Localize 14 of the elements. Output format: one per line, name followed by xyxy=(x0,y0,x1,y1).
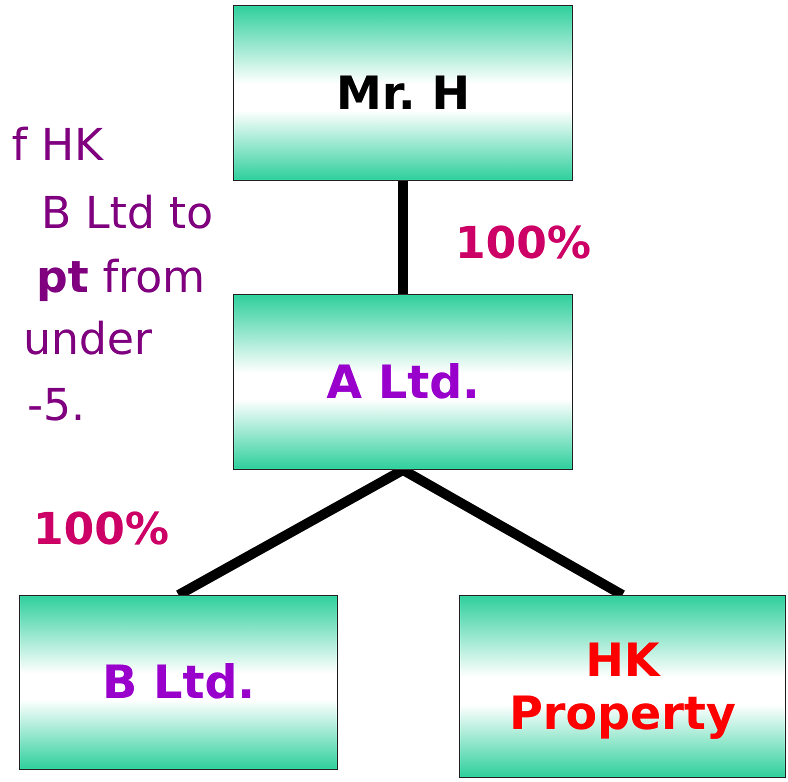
note-text: f HK xyxy=(12,124,103,168)
entity-name: HK Property xyxy=(508,634,737,740)
note-text: under xyxy=(23,318,152,362)
entity-name: B Ltd. xyxy=(101,656,256,709)
note-text: pt from xyxy=(36,256,205,300)
entity-name: Mr. H xyxy=(335,66,471,120)
entity-box xyxy=(233,294,573,470)
connector-line xyxy=(398,181,408,294)
entity-box xyxy=(459,595,786,778)
note-text: B Ltd to xyxy=(40,192,213,236)
entity-box xyxy=(19,595,338,770)
entity-box xyxy=(233,5,573,181)
note-text: -5. xyxy=(27,384,85,428)
entity-name: A Ltd. xyxy=(325,356,481,408)
